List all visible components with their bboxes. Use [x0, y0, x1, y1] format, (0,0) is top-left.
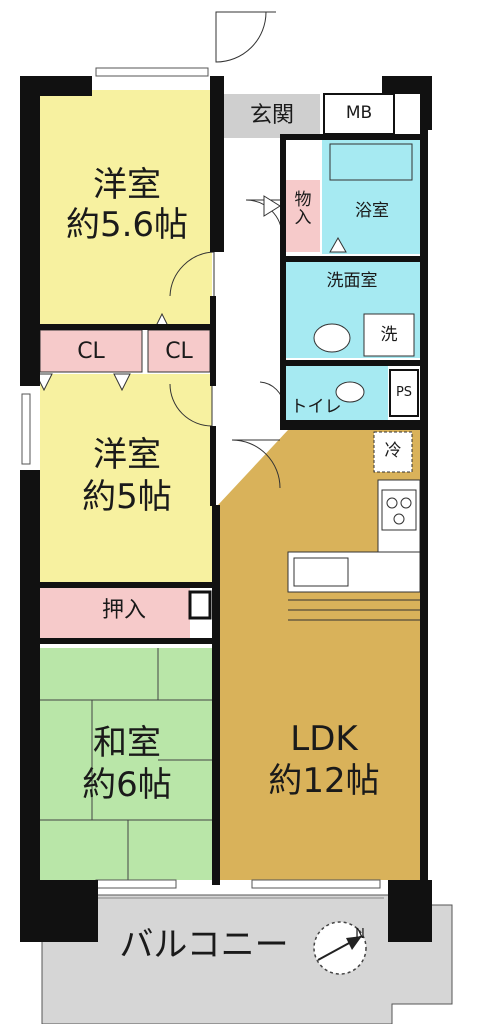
compass-north-label: N: [355, 927, 365, 942]
washer-space: [363, 313, 415, 357]
compass-icon: [313, 921, 367, 975]
washer-label: 洗: [380, 325, 398, 345]
washbasin: [313, 323, 351, 353]
bathroom-label: 浴室: [355, 201, 389, 221]
door-swings: [169, 11, 285, 489]
oshiire-closet: [40, 588, 190, 638]
washroom-label: 洗面室: [326, 271, 378, 291]
tatami-lines: [40, 648, 212, 880]
bathtub: [329, 143, 413, 181]
fridge-label: 冷: [384, 441, 402, 461]
japanese-room: [40, 648, 212, 880]
ps-shaft: [389, 369, 419, 417]
closet-1: [39, 329, 143, 373]
japanese-room-name: 和室: [93, 723, 161, 763]
walls: [20, 76, 432, 942]
storage: [284, 180, 320, 252]
storage-label: 物入: [290, 190, 311, 226]
oshiire-label: 押入: [101, 598, 146, 623]
oshiire-small-box: [188, 590, 212, 620]
stove-top: [381, 489, 417, 531]
burner-2: [400, 497, 412, 509]
meter-box: [323, 93, 395, 135]
western-room-1-size: 約5.6帖: [65, 205, 189, 245]
western-room-2: [40, 374, 212, 582]
ps-label: PS: [395, 385, 413, 400]
japanese-room-size: 約6帖: [82, 765, 172, 805]
burner-1: [386, 497, 398, 509]
closet-2-label: CL: [165, 339, 193, 364]
western-room-2-size: 約5帖: [82, 477, 172, 517]
ldk-name: LDK: [290, 719, 358, 759]
ldk-room: [218, 430, 420, 880]
burner-3: [393, 513, 405, 525]
toilet-bowl: [335, 381, 365, 403]
counter-lines: [288, 599, 420, 621]
entrance-label: 玄関: [249, 103, 294, 128]
toilet-label: トイレ: [290, 397, 342, 417]
western-room-1: [40, 90, 212, 328]
windows: [21, 67, 381, 889]
closet-1-label: CL: [77, 339, 105, 364]
western-room-2-name: 洋室: [93, 435, 161, 475]
western-room-1-name: 洋室: [93, 165, 161, 205]
balcony-label: バルコニー: [119, 925, 289, 965]
fridge-space: [373, 431, 413, 473]
ldk-size: 約12帖: [268, 761, 380, 801]
kitchen-sink: [293, 557, 349, 587]
entrance: [224, 94, 320, 138]
mb-label: MB: [345, 103, 373, 123]
